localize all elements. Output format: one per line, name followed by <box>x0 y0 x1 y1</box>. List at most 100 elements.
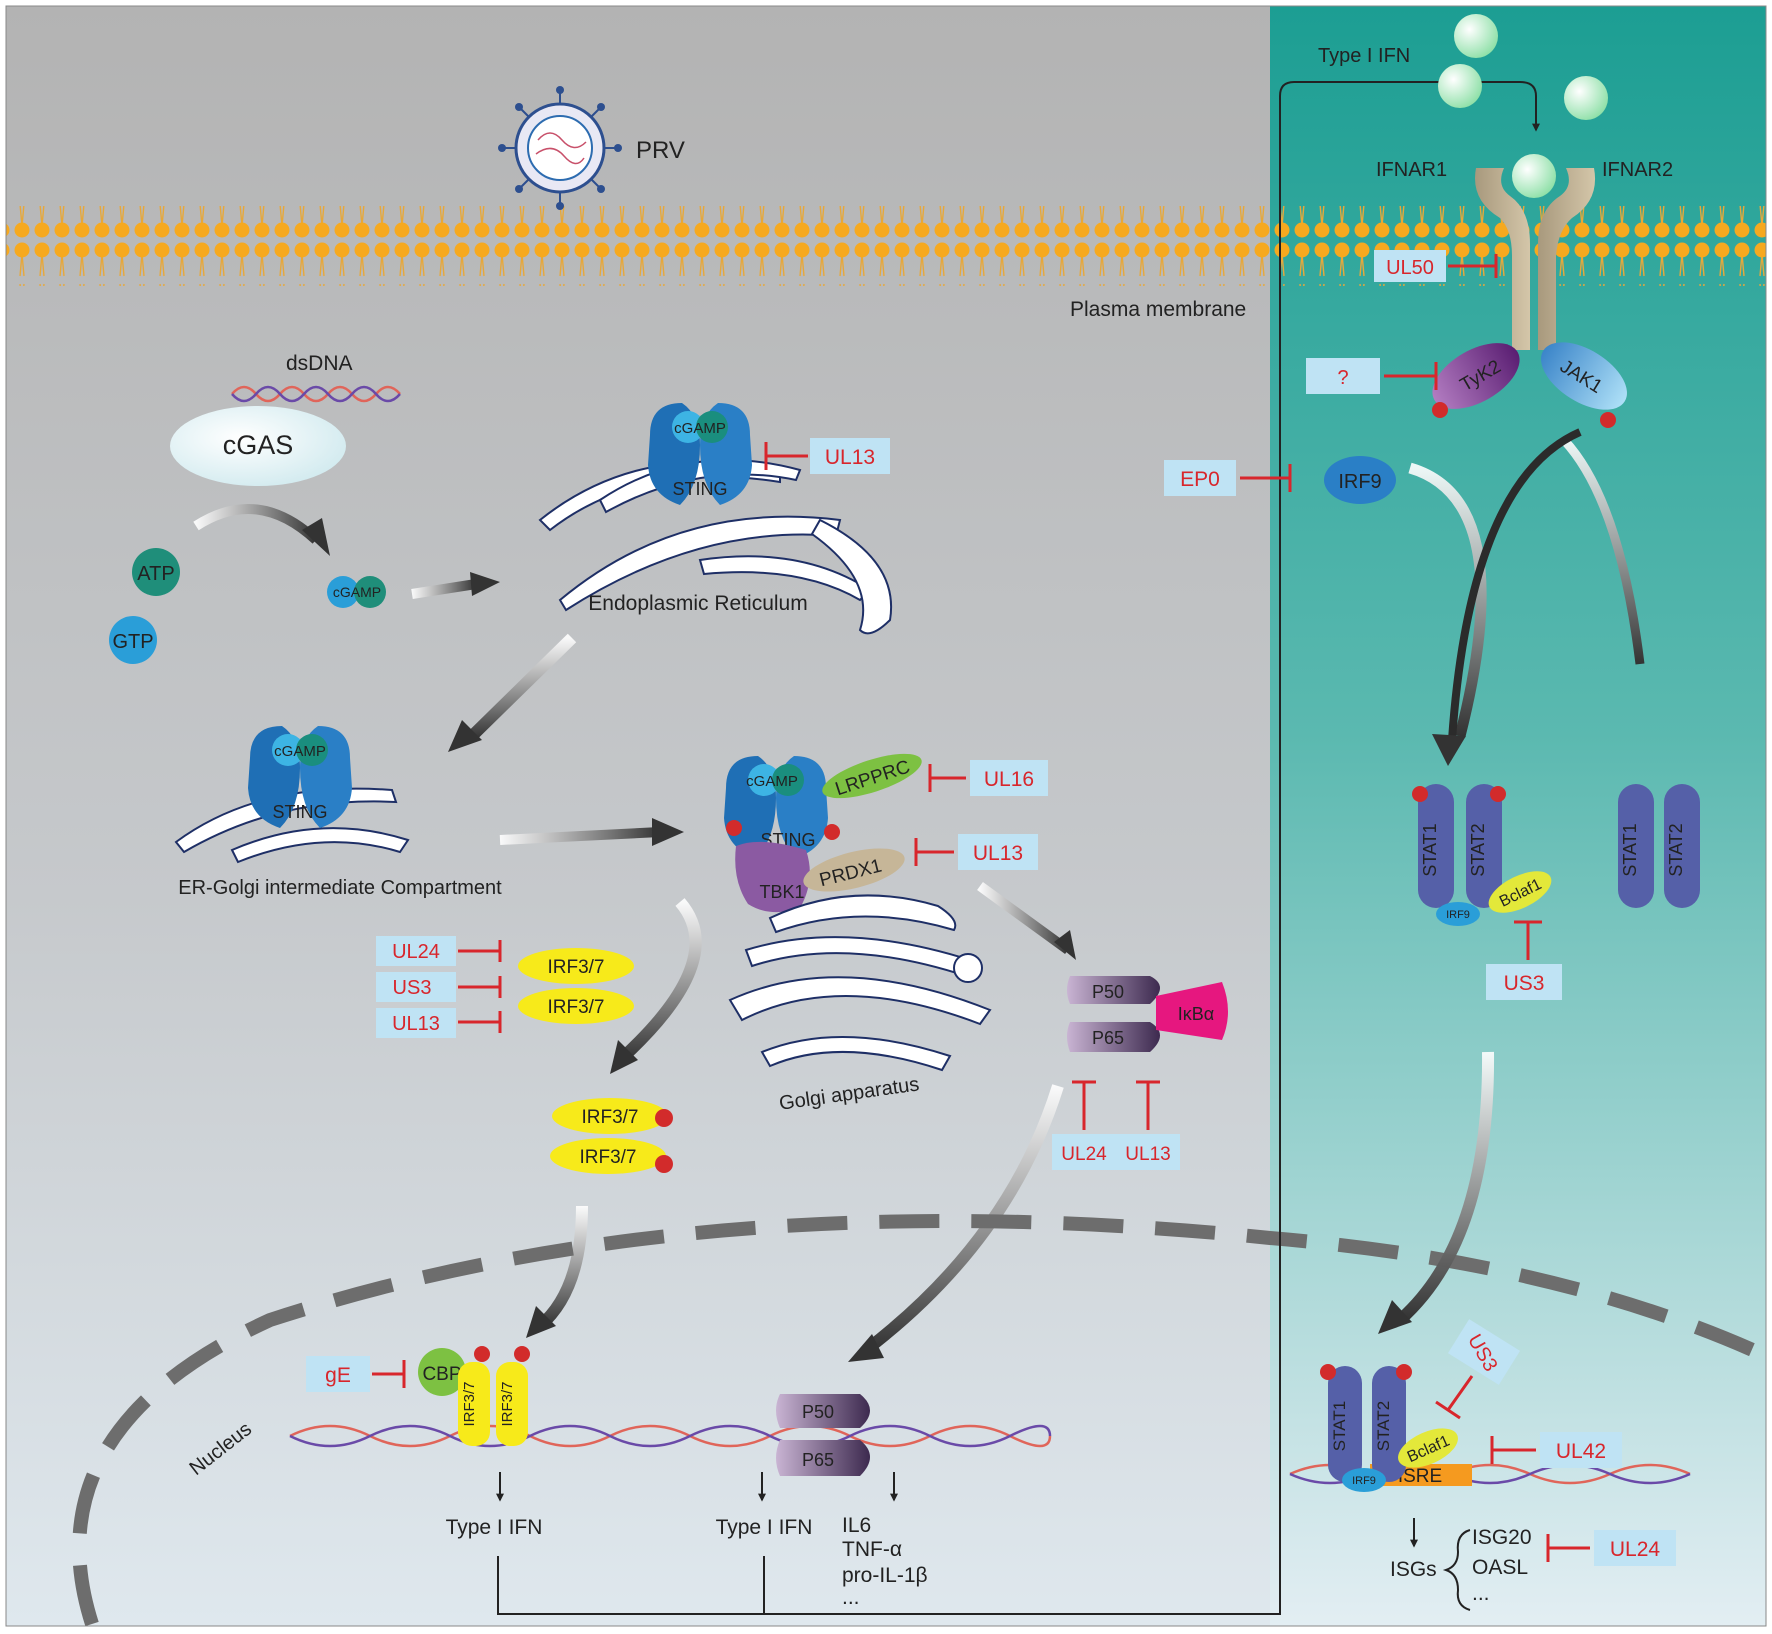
irf37-monomer <box>518 948 634 984</box>
tbk1-label: TBK1 <box>759 882 804 902</box>
svg-text:IRF3/7: IRF3/7 <box>547 957 604 978</box>
us3-nuclear-inhibitor <box>1447 1319 1521 1385</box>
jak-activation-curve <box>1448 428 1582 741</box>
ifnar2-label: IFNAR2 <box>1602 159 1673 181</box>
isg-ellipsis: ... <box>1472 1582 1490 1605</box>
svg-text:STAT1: STAT1 <box>1620 823 1640 876</box>
ifnar1-receptor <box>1475 168 1530 350</box>
sting-tbk1-complex: cGAMP STING <box>724 756 840 858</box>
irf37-phospho <box>550 1138 666 1174</box>
ul13-prdx1-inhibitor <box>958 834 1038 870</box>
nuclear-envelope <box>72 1214 1769 1627</box>
ifn-ligand <box>1438 64 1482 108</box>
ergic-label: ER-Golgi intermediate Compartment <box>178 877 502 899</box>
svg-text:UL13: UL13 <box>973 842 1023 865</box>
svg-text:US3: US3 <box>393 977 432 999</box>
ul16-inhibitor <box>970 760 1048 796</box>
svg-text:STAT2: STAT2 <box>1374 1401 1393 1451</box>
ikba-protein <box>1156 982 1228 1040</box>
svg-text:STING: STING <box>272 802 327 822</box>
ul13-irf-inhibitor <box>376 1008 456 1038</box>
gtp-molecule <box>109 616 157 664</box>
svg-text:UL24: UL24 <box>392 941 440 963</box>
ul16-inhibition <box>928 764 966 792</box>
tbk1-to-irf-arrow <box>615 898 702 1065</box>
irf37-dimer-nucleus: IRF3/7 IRF3/7 <box>458 1346 530 1446</box>
svg-text:UL16: UL16 <box>984 768 1034 791</box>
svg-text:cGAMP: cGAMP <box>746 773 798 790</box>
svg-text:cGAMP: cGAMP <box>674 420 726 437</box>
ifn-feedback-line <box>497 81 1540 1615</box>
stat-complex-nucleus: STAT1 STAT2 IRF9 Bclaf1 <box>1320 1364 1458 1492</box>
svg-text:?: ? <box>1337 367 1348 389</box>
svg-text:UL13: UL13 <box>825 446 875 469</box>
ul24-nfkb-inhibition <box>1072 1080 1096 1130</box>
irf37-phospho <box>552 1098 668 1134</box>
svg-text:IRF3/7: IRF3/7 <box>547 997 604 1018</box>
ergic-to-golgi-arrow <box>499 827 661 845</box>
irf9-protein <box>1324 456 1396 504</box>
svg-text:UL50: UL50 <box>1386 257 1434 279</box>
nfkb-type1-ifn: Type I IFN <box>716 1516 813 1539</box>
type1-ifn-ligand-label: Type I IFN <box>1318 45 1410 67</box>
cytokine-ellipsis: ... <box>842 1586 860 1609</box>
cgas-to-cgamp-arrow <box>193 503 320 544</box>
irf-to-nucleus-arrow <box>535 1205 588 1331</box>
us3-nuclear-inhibition <box>1435 1375 1474 1420</box>
figure-frame <box>5 5 1767 1627</box>
ep0-inhibitor <box>1164 460 1236 496</box>
svg-text:IRF3/7: IRF3/7 <box>499 1381 516 1426</box>
gtp-label: GTP <box>112 631 153 653</box>
unknown-inhibition <box>1384 362 1438 390</box>
sting-dimer-er: cGAMP STING <box>648 403 752 505</box>
svg-text:UL24: UL24 <box>1610 1538 1661 1561</box>
plasma-membrane <box>6 206 1766 286</box>
golgi-to-nfkb-arrow <box>977 881 1071 955</box>
svg-text:STAT1: STAT1 <box>1330 1401 1349 1451</box>
svg-text:gE: gE <box>325 1364 351 1387</box>
irf9-label: IRF9 <box>1338 471 1381 493</box>
dsdna-label: dsDNA <box>286 352 353 375</box>
svg-text:P65: P65 <box>1092 1028 1124 1048</box>
nfkb-dimer-nucleus <box>776 1394 870 1428</box>
ul13-sting-inhibition <box>764 442 808 470</box>
ge-inhibition <box>372 1360 406 1388</box>
il6-label: IL6 <box>842 1514 871 1537</box>
svg-text:UL13: UL13 <box>392 1013 440 1035</box>
ul24-isg-inhibition <box>1546 1534 1590 1562</box>
cbp-protein <box>418 1348 466 1396</box>
unknown-inhibitor <box>1306 358 1380 394</box>
svg-text:IRF3/7: IRF3/7 <box>579 1147 636 1168</box>
ifnar1-label: IFNAR1 <box>1376 159 1447 181</box>
ifnar2-receptor <box>1538 168 1596 350</box>
stat-unphosphorylated: STAT1 STAT2 <box>1618 784 1700 908</box>
plasma-membrane-label: Plasma membrane <box>1070 298 1246 321</box>
us3-bclaf1-inhibitor <box>1486 964 1562 1000</box>
proil1b-label: pro-IL-1β <box>842 1564 928 1587</box>
ul13-nfkb-inhibition <box>1136 1080 1160 1130</box>
svg-text:P50: P50 <box>1092 982 1124 1002</box>
stat-to-nucleus-arrow <box>1396 1051 1495 1325</box>
svg-text:cGAMP: cGAMP <box>274 743 326 760</box>
svg-text:P50: P50 <box>802 1402 834 1422</box>
isg20-label: ISG20 <box>1472 1526 1532 1549</box>
ul24-isg-inhibitor <box>1594 1530 1676 1566</box>
ul24-nfkb-inhibitor <box>1052 1134 1118 1170</box>
svg-text:P65: P65 <box>802 1450 834 1470</box>
ul50-inhibitor <box>1374 250 1446 282</box>
svg-text:UL42: UL42 <box>1556 1440 1606 1463</box>
jak1-kinase <box>1541 342 1627 410</box>
us3-irf-inhibition <box>458 976 502 998</box>
irf-type1-ifn: Type I IFN <box>446 1516 543 1539</box>
ul50-inhibition <box>1448 254 1498 278</box>
p65-subunit <box>1067 1022 1160 1052</box>
ifn-ligand <box>1454 14 1498 58</box>
ul13-nfkb-inhibitor <box>1118 1134 1180 1170</box>
cgas-label: cGAS <box>223 430 294 460</box>
p50-subunit <box>1067 976 1160 1004</box>
ikba-label: IκBα <box>1178 1004 1214 1024</box>
us3-irf-inhibitor <box>376 972 456 1002</box>
ifn-ligand-bound <box>1512 154 1556 198</box>
oasl-label: OASL <box>1472 1556 1528 1579</box>
